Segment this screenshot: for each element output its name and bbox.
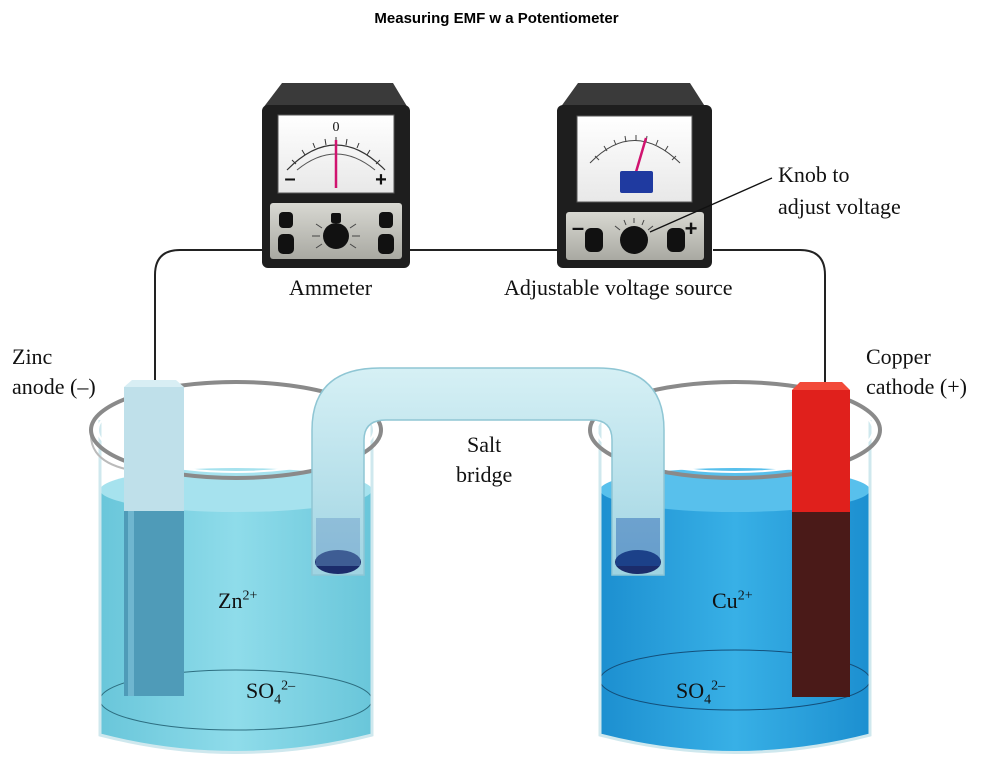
copper-label-line1: Copper — [866, 344, 931, 369]
voltage-source-needle — [634, 137, 648, 173]
zinc-label-line2: anode (–) — [12, 374, 96, 399]
copper-sulfate-label: SO42– — [676, 678, 726, 708]
knob-label-line1: Knob to — [778, 162, 850, 187]
salt-bridge-label-line1: Salt — [467, 432, 502, 457]
voltage-display — [620, 171, 653, 193]
knob-leader-line — [649, 177, 773, 233]
ammeter-zero-label: 0 — [333, 120, 340, 135]
zinc-sulfate-label: SO42– — [246, 678, 296, 708]
zinc-label-line1: Zinc — [12, 344, 53, 369]
copper-ion-label: Cu2+ — [712, 588, 753, 613]
ammeter-minus-label: – — [284, 168, 295, 190]
salt-bridge-label-line2: bridge — [456, 462, 513, 487]
ammeter-plus-label: + — [375, 169, 387, 191]
voltage-source-label: Adjustable voltage source — [504, 275, 733, 300]
zinc-ion-label: Zn2+ — [218, 588, 258, 613]
knob-label-line2: adjust voltage — [778, 194, 901, 219]
wire-left — [154, 249, 265, 385]
ammeter-label: Ammeter — [289, 275, 373, 300]
voltage-source-minus-label: – — [572, 215, 584, 240]
salt-bridge — [311, 367, 665, 576]
copper-electrode — [792, 382, 850, 697]
wire-right — [713, 249, 826, 385]
zinc-electrode — [124, 380, 184, 696]
copper-label-line2: cathode (+) — [866, 374, 967, 399]
diagram-title: Measuring EMF w a Potentiometer — [374, 10, 619, 27]
ammeter — [262, 83, 410, 268]
voltage-source-plus-label: + — [685, 216, 698, 241]
